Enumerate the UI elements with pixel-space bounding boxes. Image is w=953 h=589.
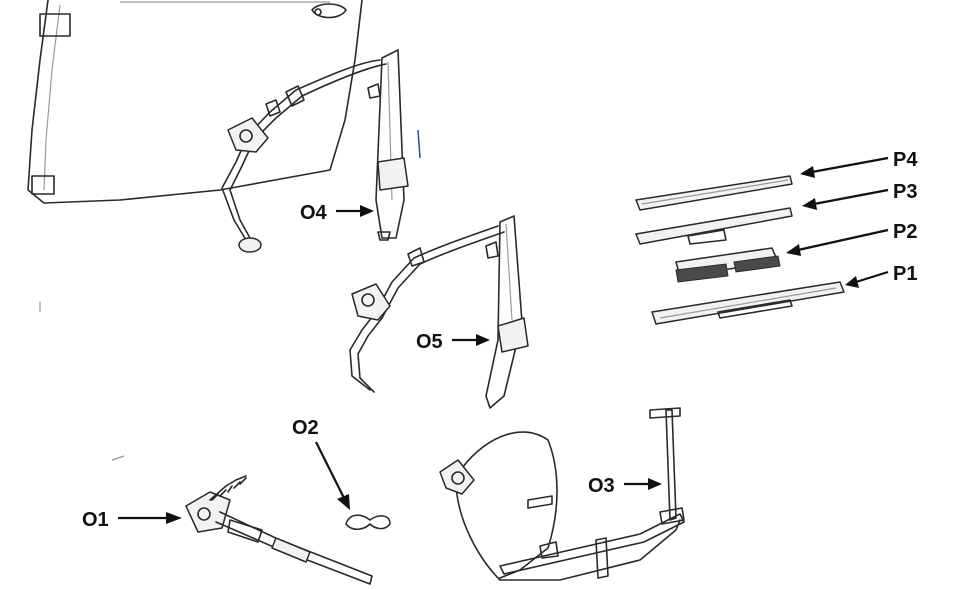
arrow-o3 xyxy=(624,478,662,490)
arrow-p3 xyxy=(802,188,889,210)
label-p2: P2 xyxy=(893,221,917,243)
label-o4: O4 xyxy=(300,202,328,224)
door-handle xyxy=(311,3,347,19)
part-p2-strip xyxy=(675,247,781,283)
door-hinge-top xyxy=(39,13,71,37)
arrow-o4 xyxy=(336,205,374,217)
part-o4-regulator xyxy=(221,49,409,253)
label-o3: O3 xyxy=(588,475,615,497)
label-o2: O2 xyxy=(292,417,319,439)
label-p1: P1 xyxy=(893,263,917,285)
label-o1: O1 xyxy=(82,509,109,531)
arrow-p2 xyxy=(786,228,889,256)
part-o1-regulator xyxy=(185,475,373,585)
arrow-p4 xyxy=(800,156,889,178)
label-p4: P4 xyxy=(893,149,918,171)
part-o2-clip xyxy=(345,514,391,531)
part-p1-strip xyxy=(651,281,845,325)
part-o5-regulator xyxy=(349,215,529,409)
arrow-o1 xyxy=(118,512,182,524)
arrow-o5 xyxy=(452,334,490,346)
stray-mark-1 xyxy=(111,455,125,461)
door-hinge-bottom xyxy=(31,175,55,195)
part-o3-regulator xyxy=(439,407,685,581)
part-p4-strip xyxy=(635,175,793,211)
arrow-o2 xyxy=(315,441,350,510)
stray-mark-3 xyxy=(417,129,421,159)
part-p3-strip xyxy=(635,207,793,245)
arrow-p1 xyxy=(845,270,889,288)
label-o5: O5 xyxy=(416,331,443,353)
door-panel xyxy=(27,0,363,204)
label-p3: P3 xyxy=(893,181,917,203)
